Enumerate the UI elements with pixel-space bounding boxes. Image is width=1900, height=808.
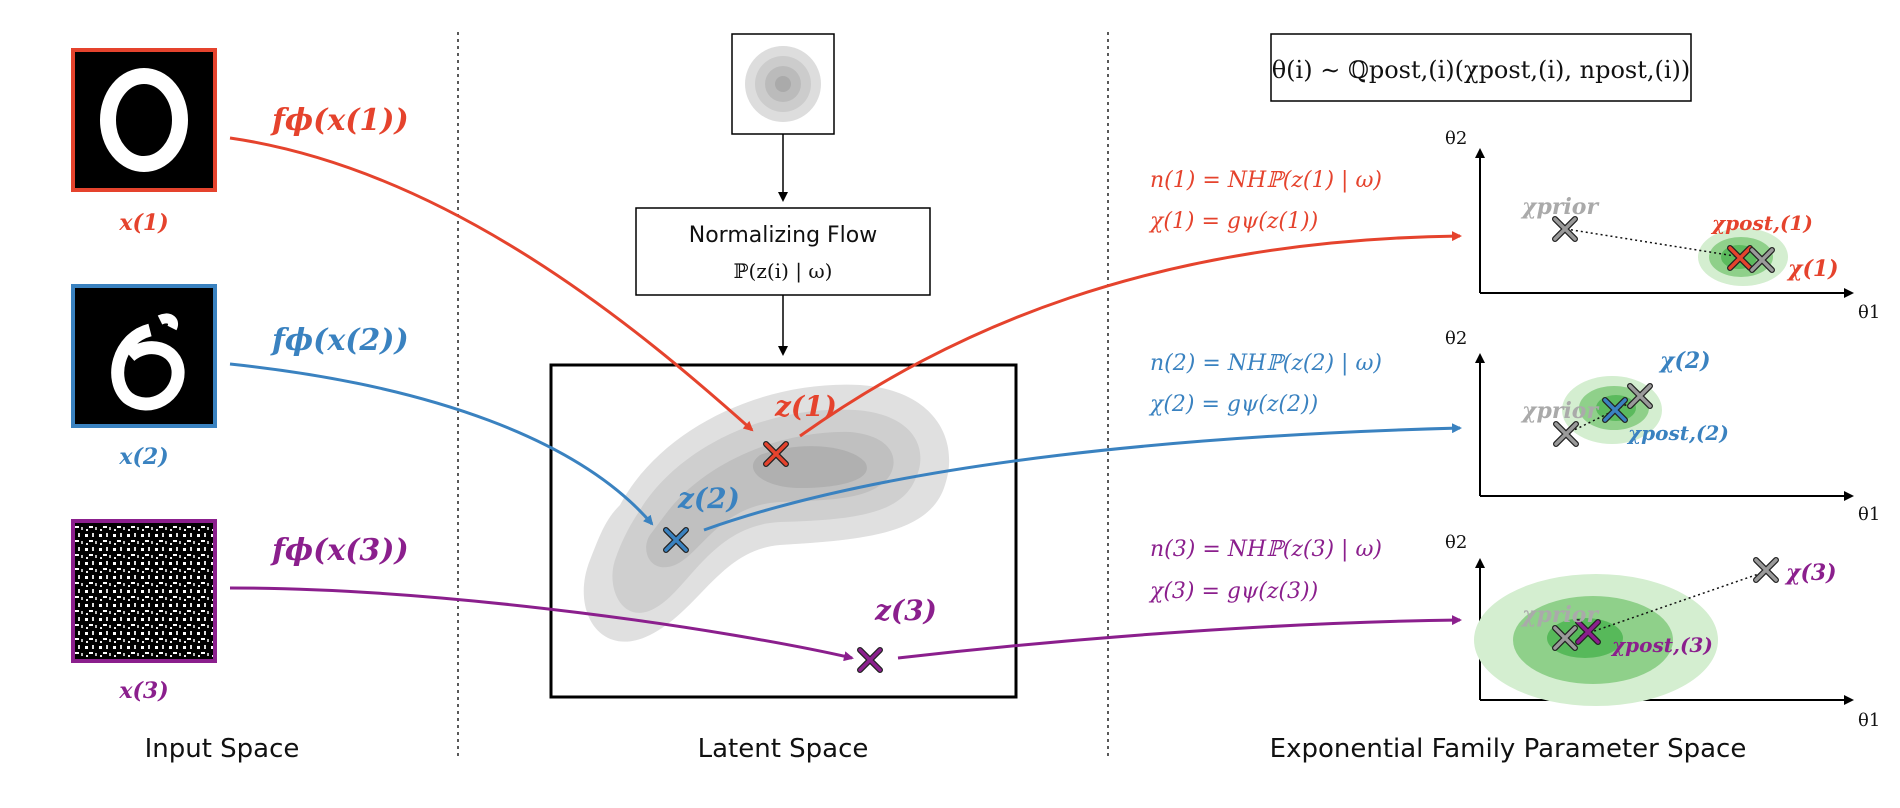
latent-label-z3: z(3): [874, 594, 937, 627]
latent-label-z2: z(2): [677, 482, 740, 515]
plot3-prior-marker: [1552, 625, 1578, 651]
posterior-formula-box: θ(i) ∼ ℚpost,(i)(χpost,(i), npost,(i)): [1270, 33, 1692, 102]
latent-marker-z3: [857, 647, 883, 673]
plot1-n-equation: n(1) = NHℙ(z(1) | ω): [1150, 168, 1382, 193]
latent-marker-z1: [763, 441, 789, 467]
input-image-3: [71, 519, 217, 663]
plot2-chi-equation: χ(2) = gψ(z(2)): [1148, 392, 1318, 417]
posterior-formula: θ(i) ∼ ℚpost,(i)(χpost,(i), npost,(i)): [1272, 56, 1691, 84]
decoder-arrow-3: [897, 615, 1462, 660]
plot3-xlabel: θ1: [1858, 710, 1880, 731]
plot3-ylabel: θ2: [1445, 532, 1467, 553]
input-image-1: [71, 48, 217, 192]
plot1-post-label: χpost,(1): [1710, 211, 1813, 235]
encoder-label-1: fϕ(x(1)): [270, 103, 409, 138]
plot1-post-marker: [1727, 245, 1753, 271]
input-image-2: [71, 284, 217, 428]
param-plot-1: χprior χpost,(1) χ(1) θ1 θ2: [1445, 128, 1880, 323]
encoder-arrow-1: [229, 136, 754, 432]
decoder-arrow-2: [703, 423, 1462, 532]
plot1-prior-marker: [1552, 216, 1578, 242]
section-title-param: Exponential Family Parameter Space: [1270, 734, 1747, 764]
plot2-ylabel: θ2: [1445, 328, 1467, 349]
plot1-ylabel: θ2: [1445, 128, 1467, 149]
base-distribution-icon: [731, 33, 835, 135]
plot2-prior-label: χprior: [1520, 398, 1599, 424]
normalizing-flow-box: Normalizing Flow ℙ(z(i) | ω): [635, 207, 931, 296]
input-label-3: x(3): [118, 678, 168, 704]
section-title-input: Input Space: [145, 734, 300, 764]
section-title-latent: Latent Space: [698, 734, 869, 764]
encoder-label-3: fϕ(x(3)): [270, 533, 409, 568]
plot2-xlabel: θ1: [1858, 504, 1880, 525]
param-plot-3: χprior χpost,(3) χ(3) θ1 θ2: [1445, 532, 1880, 731]
plot3-chi-marker: [1753, 557, 1779, 583]
decoder-arrow-1: [799, 231, 1462, 438]
plot3-prior-label: χprior: [1520, 602, 1599, 628]
plot1-xlabel: θ1: [1858, 302, 1880, 323]
plot3-chi-label: χ(3): [1784, 560, 1837, 586]
plot1-prior-label: χprior: [1520, 194, 1599, 220]
plot1-chi-marker: [1749, 247, 1775, 273]
latent-marker-z2: [663, 527, 689, 553]
param-plot-2: χprior χ(2) χpost,(2) θ1 θ2: [1445, 328, 1880, 525]
input-label-1: x(1): [118, 210, 168, 236]
flow-formula: ℙ(z(i) | ω): [734, 259, 833, 284]
plot2-chi-label: χ(2): [1658, 348, 1711, 374]
input-label-2: x(2): [118, 444, 168, 470]
plot3-post-label: χpost,(3): [1610, 633, 1713, 657]
encoder-arrow-3: [229, 586, 854, 662]
plot2-n-equation: n(2) = NHℙ(z(2) | ω): [1150, 351, 1382, 376]
plot2-post-label: χpost,(2): [1626, 421, 1729, 445]
plot3-n-equation: n(3) = NHℙ(z(3) | ω): [1150, 537, 1382, 562]
plot3-chi-equation: χ(3) = gψ(z(3)): [1148, 579, 1318, 604]
plot2-chi-marker: [1627, 383, 1653, 409]
plot3-post-marker: [1575, 619, 1601, 645]
flow-title: Normalizing Flow: [689, 223, 878, 248]
plot2-post-marker: [1602, 397, 1628, 423]
latent-space-box: [549, 363, 1018, 699]
plot2-prior-marker: [1553, 421, 1579, 447]
encoder-label-2: fϕ(x(2)): [270, 323, 409, 358]
plot1-chi-equation: χ(1) = gψ(z(1)): [1148, 209, 1318, 234]
plot1-chi-label: χ(1): [1786, 256, 1839, 282]
encoder-arrow-2: [229, 362, 654, 526]
